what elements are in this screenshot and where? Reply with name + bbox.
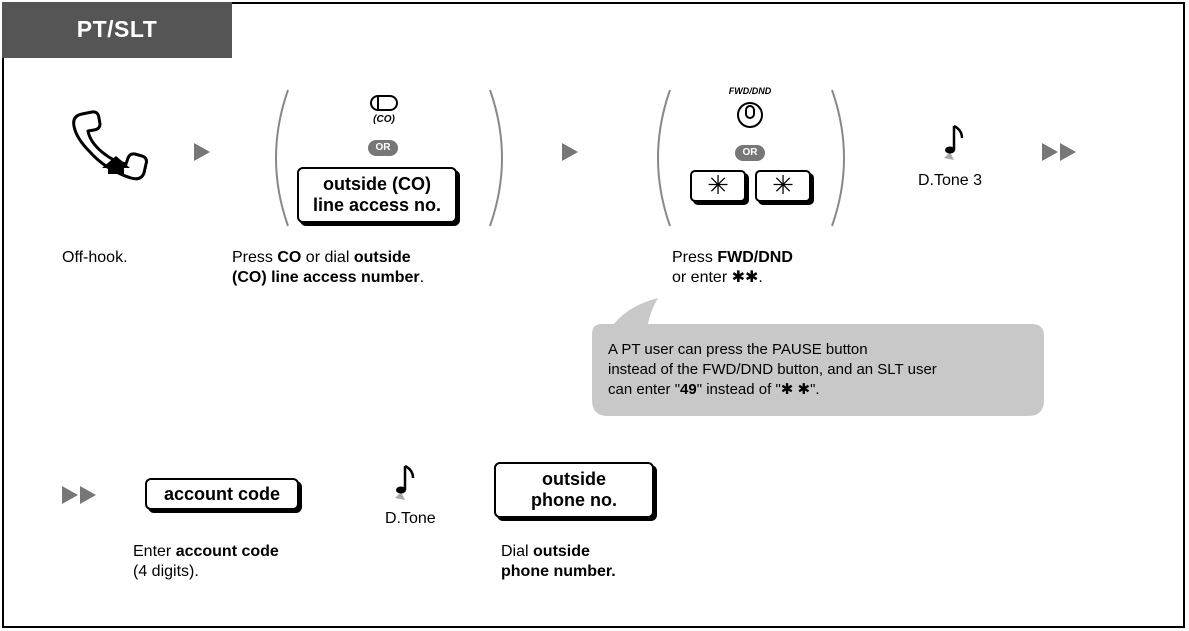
fwd-dnd-button-label: FWD/DND <box>728 86 772 96</box>
account-code-box: account code <box>145 478 299 510</box>
co-access-number-box: outside (CO) line access no. <box>297 167 457 223</box>
note-line1: A PT user can press the PAUSE button <box>608 341 868 358</box>
co-caption: Press CO or dial outside (CO) line acces… <box>232 249 425 286</box>
fwd-dnd-button-icon <box>737 102 763 128</box>
star-key-2: ✳ <box>755 170 811 202</box>
left-paren <box>275 89 289 227</box>
note-line3: can enter "49" instead of "✱ ✱". <box>608 381 820 398</box>
off-hook-caption: Off-hook. <box>62 249 128 266</box>
co-button-label: (CO) <box>373 114 395 125</box>
double-arrow-right-icon <box>62 486 96 504</box>
music-note-tone-icon <box>395 464 415 500</box>
header-title: PT/SLT <box>76 16 158 42</box>
fwd-caption: Press FWD/DND or enter ✱✱. <box>672 249 793 286</box>
phone-caption: Dial outside phone number. <box>501 543 616 580</box>
or-badge-co: OR <box>368 140 398 156</box>
left-paren <box>657 89 671 227</box>
co-button-icon <box>370 95 398 111</box>
phone-box-line2: phone no. <box>531 490 617 510</box>
double-arrow-right-icon <box>1042 143 1076 161</box>
handset-off-hook-icon <box>72 110 148 181</box>
arrow-right-icon <box>194 143 210 161</box>
co-box-line1: outside (CO) <box>323 174 431 194</box>
co-box-line2: line access no. <box>312 195 442 215</box>
header-tab: PT/SLT <box>2 2 232 58</box>
note-line2: instead of the FWD/DND button, and an SL… <box>608 361 937 378</box>
note-bubble <box>592 298 1044 416</box>
outside-phone-number-box: outside phone no. <box>494 462 654 518</box>
phone-box-line1: outside <box>541 469 606 489</box>
star-key-1: ✳ <box>690 170 746 202</box>
tone1-label: D.Tone 3 <box>918 172 983 189</box>
right-paren <box>831 89 845 227</box>
arrow-right-icon <box>562 143 578 161</box>
right-paren <box>489 89 503 227</box>
music-note-tone-icon <box>944 124 964 160</box>
tone2-label: D.Tone <box>385 510 436 527</box>
account-caption: Enter account code (4 digits). <box>133 543 279 580</box>
or-badge-fwd: OR <box>735 145 765 161</box>
